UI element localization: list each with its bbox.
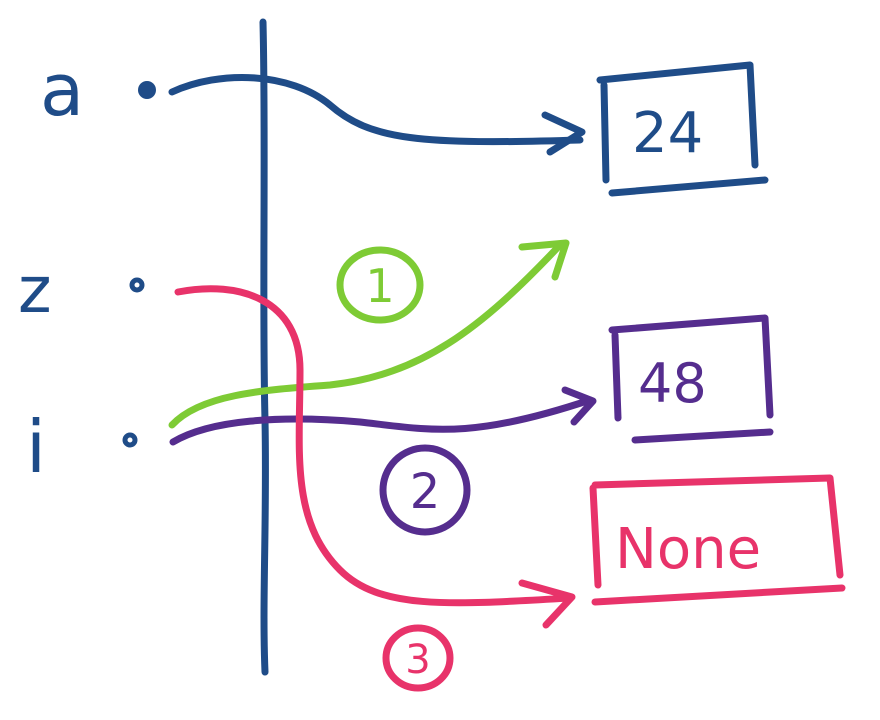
arrowhead-a	[541, 111, 586, 156]
arrow-a-to-24	[168, 73, 584, 146]
value-24-label: 24	[632, 101, 703, 166]
step-2-badge: 2	[379, 444, 471, 536]
arrowhead-pink	[518, 579, 576, 629]
namespace-divider	[259, 18, 269, 676]
arrow-z-to-none	[174, 285, 574, 607]
variable-i-dot	[122, 432, 138, 448]
variable-z-label: z	[18, 254, 52, 328]
variable-a-label: a	[40, 48, 84, 132]
arrowhead-green	[518, 239, 570, 281]
variable-i-label: i	[26, 405, 46, 489]
value-box-none: None	[589, 474, 846, 606]
value-none-label: None	[615, 517, 761, 582]
arrow-i-to-48	[169, 396, 594, 446]
value-box-48: 48	[608, 314, 774, 444]
step-2-label: 2	[410, 464, 441, 520]
value-48-label: 48	[638, 352, 707, 415]
variable-z-dot	[129, 277, 145, 293]
value-box-24: 24	[596, 61, 769, 197]
variable-a-dot	[138, 81, 156, 99]
arrowhead-purple	[561, 386, 597, 426]
arrow-i-green	[168, 241, 564, 429]
step-3-label: 3	[405, 637, 430, 683]
step-1-label: 1	[365, 259, 394, 313]
step-1-badge: 1	[336, 246, 424, 324]
step-3-badge: 3	[382, 624, 454, 692]
